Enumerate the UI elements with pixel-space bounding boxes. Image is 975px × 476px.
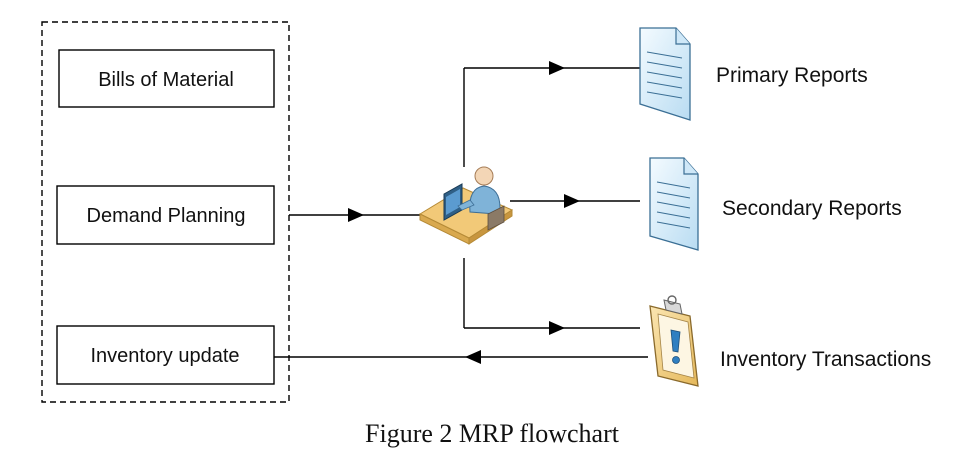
input-box-bills-of-material: Bills of Material xyxy=(58,49,275,108)
document-icon xyxy=(649,157,699,251)
document-icon xyxy=(639,27,691,121)
connector-user-to-secondary-reports xyxy=(510,194,640,208)
input-box-inventory-update: Inventory update xyxy=(56,325,275,385)
output-label-primary-reports: Primary Reports xyxy=(716,64,868,87)
connector-demand-to-user xyxy=(289,208,420,222)
input-label: Demand Planning xyxy=(87,205,246,227)
output-label-inventory-transactions: Inventory Transactions xyxy=(720,348,931,371)
connector-transactions-to-inventory-update xyxy=(274,350,648,364)
output-label-secondary-reports: Secondary Reports xyxy=(722,197,902,220)
clipboard-alert-icon xyxy=(649,295,699,387)
user-at-computer-icon xyxy=(418,166,514,245)
input-label: Inventory update xyxy=(91,345,240,367)
input-box-demand-planning: Demand Planning xyxy=(56,185,275,245)
connector-user-to-primary-reports xyxy=(463,61,640,167)
figure-caption: Figure 2 MRP flowchart xyxy=(365,419,620,448)
input-group-dashed-frame xyxy=(41,21,290,403)
input-label: Bills of Material xyxy=(98,69,234,91)
connector-user-to-inventory-transactions xyxy=(463,258,640,335)
